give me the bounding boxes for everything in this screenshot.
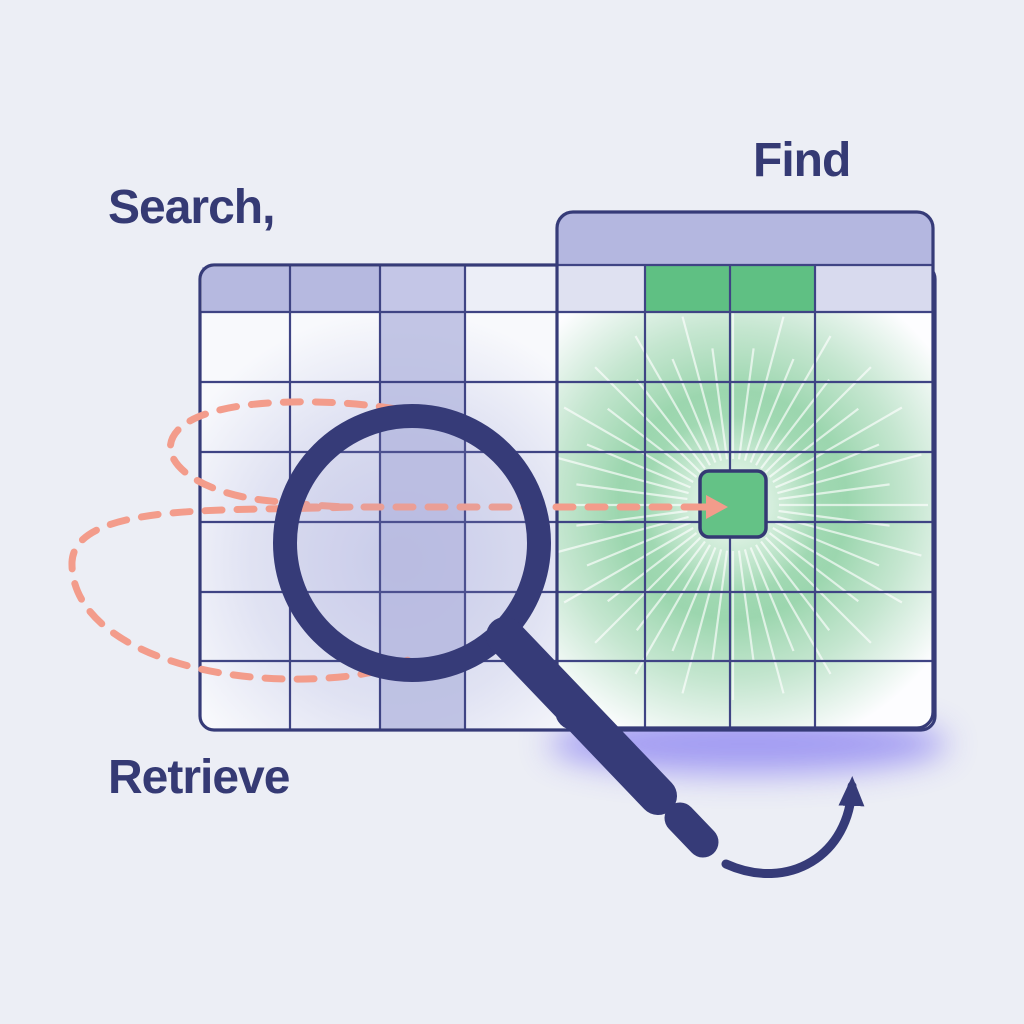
- dashed-lower-loop: [68, 503, 412, 683]
- sunburst-ray: [755, 544, 832, 675]
- sunburst-ray: [557, 515, 689, 557]
- sunburst-ray: [772, 527, 903, 604]
- label-find: Find: [753, 134, 851, 187]
- header-cell: [202, 267, 290, 312]
- row-cell-green: [730, 266, 815, 312]
- label-search: Search,: [108, 181, 275, 234]
- sunburst-ray: [764, 366, 872, 474]
- sunburst-ray: [586, 521, 691, 567]
- sunburst-ray: [764, 536, 872, 644]
- handle-tip: [664, 802, 719, 858]
- arrow-head: [706, 495, 728, 519]
- sunburst-ray: [634, 335, 711, 466]
- sunburst-ray: [743, 316, 785, 461]
- sunburst-ray: [557, 453, 689, 495]
- curved-arrow-icon: [721, 776, 865, 878]
- sunburst-ray: [635, 540, 706, 631]
- sunburst-rays: [557, 310, 928, 700]
- sunburst-ray: [711, 348, 729, 460]
- sunburst-ray: [635, 379, 706, 470]
- header-cell: [465, 267, 555, 312]
- lens-tint: [297, 428, 527, 658]
- header-cell: [290, 267, 380, 312]
- sunburst-ray: [737, 550, 755, 662]
- panel-border: [555, 210, 935, 730]
- sunburst-ray: [778, 509, 890, 527]
- header-cell: [380, 267, 465, 312]
- sunburst-ray: [777, 453, 922, 495]
- handle: [486, 617, 677, 815]
- sunburst-ray: [671, 358, 717, 463]
- label-retrieve: Retrieve: [108, 751, 290, 804]
- sunburst-ray: [607, 532, 698, 603]
- sunburst-ray: [760, 379, 831, 470]
- sunburst-ray: [772, 406, 903, 483]
- arrow-right-icon: [688, 495, 728, 519]
- sunburst-ray: [681, 549, 723, 694]
- row-cell-green: [645, 266, 730, 312]
- row-cell-lavender: [557, 266, 645, 312]
- magnifying-glass-icon: [273, 404, 719, 858]
- sunburst-ray: [743, 549, 785, 694]
- panel-header-band: [557, 212, 933, 265]
- sunburst-ray: [563, 527, 694, 604]
- sunburst-ray: [777, 515, 922, 557]
- sunburst-ray: [576, 483, 688, 501]
- sunburst-ray: [576, 509, 688, 527]
- sunburst-ray: [634, 544, 711, 675]
- sunburst-ray: [778, 483, 890, 501]
- sunburst-ray: [671, 547, 717, 652]
- sunburst-ray: [749, 547, 795, 652]
- row-cell-light: [815, 266, 933, 312]
- sunburst-ray: [594, 366, 702, 474]
- sunburst-ray: [594, 536, 702, 644]
- sunburst-ray: [607, 407, 698, 478]
- sunburst-ray: [563, 406, 694, 483]
- sunburst-ray: [755, 335, 832, 466]
- sunburst-ray: [737, 348, 755, 460]
- sunburst-ray: [749, 358, 795, 463]
- sunburst-ray: [775, 521, 880, 567]
- lens-ring: [273, 404, 551, 682]
- sunburst-ray: [711, 550, 729, 662]
- sunburst-ray: [760, 540, 831, 631]
- sunburst-ray: [681, 316, 723, 461]
- results-panel: [555, 210, 935, 730]
